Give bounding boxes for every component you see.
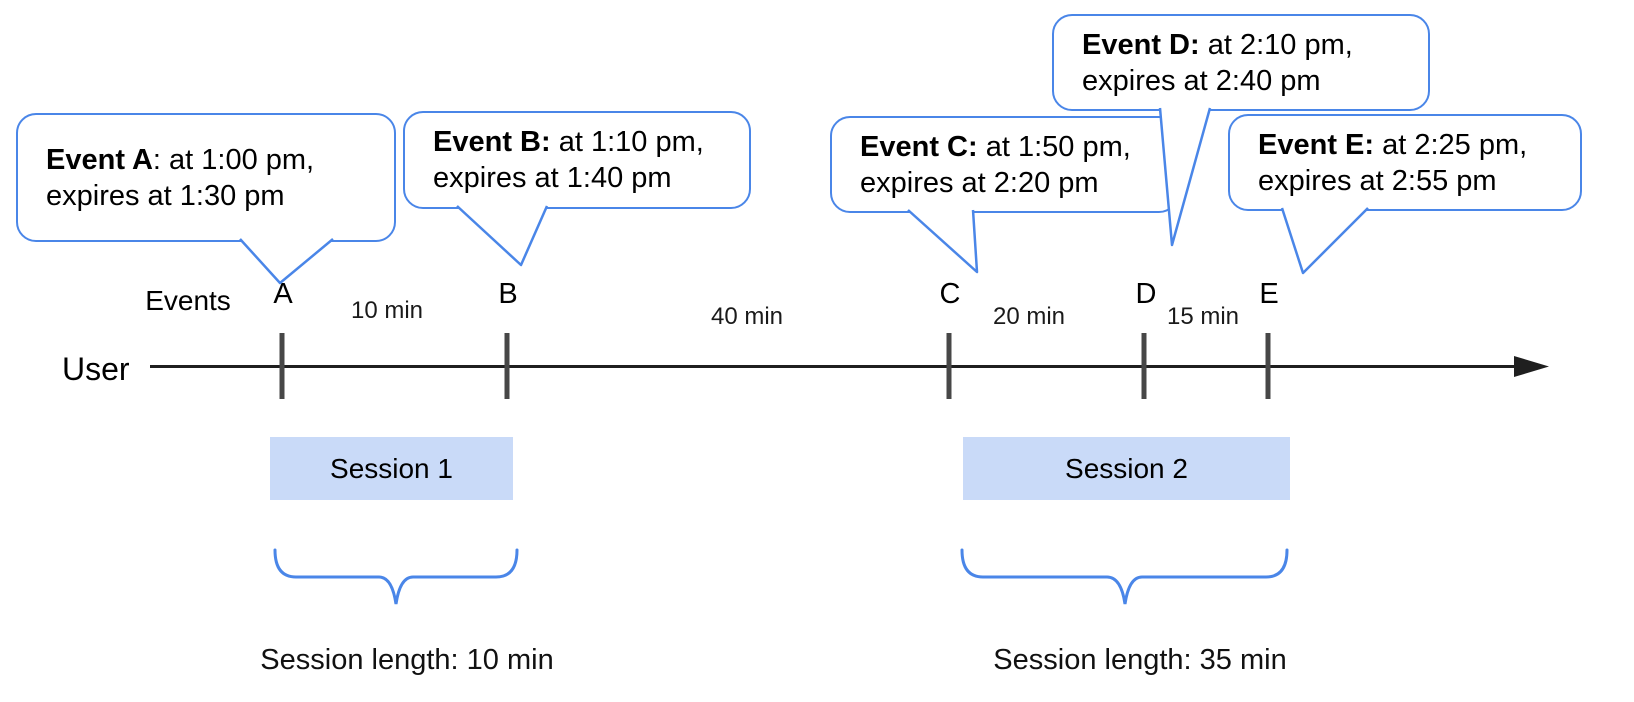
gap-label-d-e: 15 min	[1166, 303, 1240, 330]
event-a-time: : at 1:00 pm,	[152, 143, 315, 176]
event-e-line1: Event E: at 2:25 pm,	[1258, 127, 1570, 163]
event-b-time: at 1:10 pm,	[550, 126, 704, 158]
tick-d	[1141, 333, 1147, 399]
event-e-callout-tail	[1280, 207, 1369, 275]
event-a-title: Event A	[46, 143, 153, 176]
tick-b	[504, 333, 510, 399]
gap-label-a-b: 10 min	[350, 297, 424, 324]
event-a-expiry: expires at 1:30 pm	[46, 179, 285, 212]
timeline-arrowhead-icon	[1514, 356, 1549, 377]
gap-label-b-c: 40 min	[710, 303, 784, 330]
tick-a	[279, 333, 285, 399]
session-2-brace	[960, 548, 1289, 605]
session-1-length-label: Session length: 10 min	[260, 644, 554, 676]
event-d-title: Event D:	[1082, 28, 1200, 61]
event-c-expiry: expires at 2:20 pm	[860, 166, 1099, 199]
event-c-time: at 1:50 pm,	[977, 130, 1131, 163]
tick-label-b: B	[498, 278, 518, 310]
tick-c	[946, 333, 952, 399]
event-e-title: Event E:	[1258, 128, 1375, 161]
session-2-length-label: Session length: 35 min	[993, 644, 1287, 676]
event-c-title: Event C:	[860, 130, 978, 163]
event-d-line1: Event D: at 2:10 pm,	[1082, 27, 1418, 63]
event-b-callout-tail	[456, 205, 549, 267]
tick-label-c: C	[939, 278, 961, 310]
event-e-expiry: expires at 2:55 pm	[1258, 164, 1497, 197]
event-a-callout-tail	[239, 238, 334, 285]
event-b-expiry: expires at 1:40 pm	[433, 162, 672, 194]
event-d-callout: Event D: at 2:10 pm, expires at 2:40 pm	[1052, 14, 1430, 111]
event-b-callout: Event B: at 1:10 pm, expires at 1:40 pm	[403, 111, 751, 209]
tick-e	[1265, 333, 1271, 399]
user-axis-label: User	[62, 351, 130, 387]
event-b-line1: Event B: at 1:10 pm,	[433, 124, 739, 160]
event-c-callout: Event C: at 1:50 pm, expires at 2:20 pm	[830, 116, 1179, 213]
event-d-time: at 2:10 pm,	[1199, 28, 1353, 61]
session-1-brace	[273, 548, 519, 605]
event-e-callout: Event E: at 2:25 pm, expires at 2:55 pm	[1228, 114, 1582, 211]
event-a-line1: Event A: at 1:00 pm,	[46, 142, 384, 178]
event-a-callout: Event A: at 1:00 pm, expires at 1:30 pm	[16, 113, 396, 242]
event-c-line1: Event C: at 1:50 pm,	[860, 129, 1167, 165]
session-1-box: Session 1	[270, 437, 513, 500]
gap-label-c-d: 20 min	[992, 303, 1066, 330]
tick-label-a: A	[273, 278, 293, 310]
events-axis-label: Events	[145, 285, 231, 316]
event-c-callout-tail	[907, 209, 979, 274]
event-e-time: at 2:25 pm,	[1374, 128, 1528, 161]
event-d-expiry: expires at 2:40 pm	[1082, 64, 1321, 97]
tick-label-e: E	[1259, 278, 1279, 310]
tick-label-d: D	[1135, 278, 1157, 310]
session-2-box: Session 2	[963, 437, 1290, 500]
event-b-title: Event B:	[433, 126, 551, 158]
